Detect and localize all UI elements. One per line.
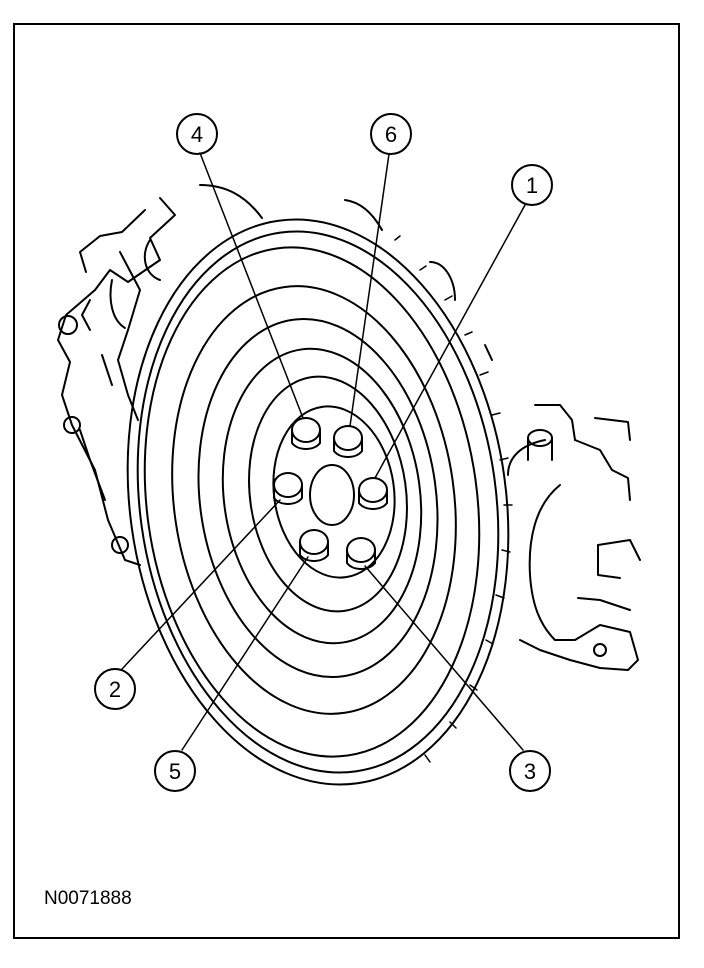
callout-2-label: 2 [109,677,121,702]
callout-circles [94,113,553,792]
bolt-1 [358,477,388,510]
callout-1-label: 1 [526,173,538,198]
figure-id: N0071888 [44,888,132,909]
leader-lines [121,152,526,751]
callout-4-label: 4 [191,122,203,147]
engine-block-right [429,261,641,671]
callout-5-label: 5 [169,759,181,784]
bolt-5 [299,529,329,562]
bolt-3 [346,537,376,570]
bolt-2 [273,472,303,505]
flywheel-bolts [273,417,388,570]
callout-3-label: 3 [524,759,536,784]
bolt-4 [291,417,321,450]
engine-block-left [57,184,383,566]
bolt-6 [333,425,363,458]
figure-frame [13,23,680,939]
flywheel [126,218,513,786]
callout-6-label: 6 [385,122,397,147]
